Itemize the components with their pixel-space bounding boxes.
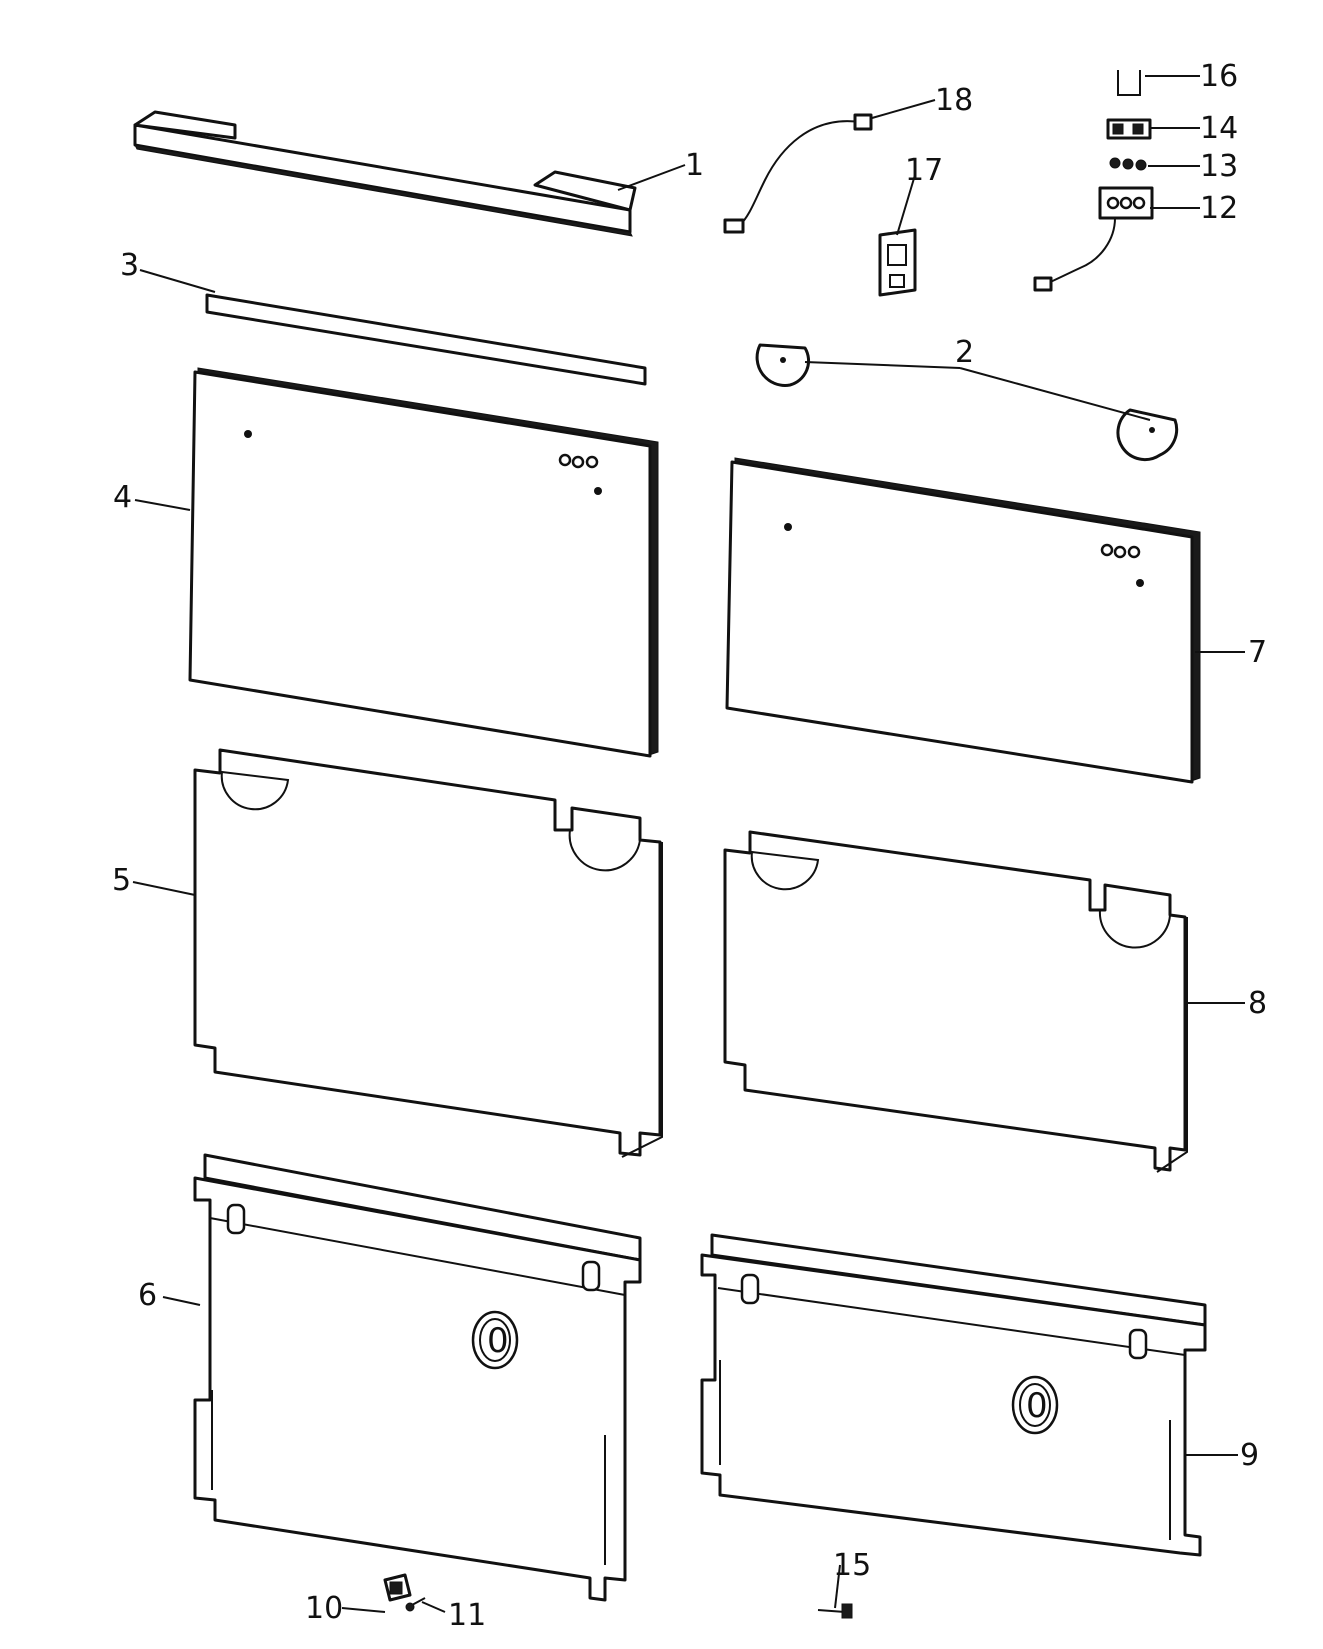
callout-15: 15 (833, 1548, 871, 1583)
callout-14: 14 (1200, 111, 1238, 146)
part-2-end-caps (755, 343, 1179, 462)
part-6-left-inner-liner (193, 1153, 642, 1602)
callout-11: 11 (448, 1598, 486, 1633)
part-4-left-outer-panel (188, 367, 659, 758)
leader-lines (132, 75, 1245, 1613)
callout-labels: 1 2 3 4 5 6 7 8 9 10 11 12 13 14 15 16 1… (112, 59, 1267, 1633)
badge-right: 0 (1026, 1386, 1048, 1426)
part-12-control-board (1033, 186, 1154, 292)
callout-10: 10 (305, 1591, 343, 1626)
callout-13: 13 (1200, 149, 1238, 184)
part-3-trim-strip (205, 293, 647, 386)
part-17-connector (878, 228, 917, 297)
callout-3: 3 (120, 248, 139, 283)
callout-17: 17 (905, 153, 943, 188)
part-16-clip (1117, 70, 1141, 96)
callout-1: 1 (685, 148, 704, 183)
part-8-right-backing (723, 830, 1188, 1173)
part-18-wire-harness (723, 113, 873, 234)
part-1-handle (133, 110, 637, 237)
part-10-bumper (383, 1573, 412, 1602)
callout-5: 5 (112, 863, 131, 898)
badges: 0 0 (487, 1321, 1048, 1426)
part-11-screw (405, 1597, 426, 1612)
callout-8: 8 (1248, 986, 1267, 1021)
callout-2: 2 (955, 335, 974, 370)
callout-18: 18 (935, 83, 973, 118)
callout-6: 6 (138, 1278, 157, 1313)
part-5-left-backing (193, 748, 663, 1158)
callout-12: 12 (1200, 191, 1238, 226)
part-15-pin (817, 1603, 853, 1619)
part-14-switch-plate (1106, 118, 1152, 140)
part-9-right-inner-liner (700, 1233, 1207, 1557)
part-7-right-outer-panel (725, 457, 1201, 784)
callout-16: 16 (1200, 59, 1238, 94)
callout-9: 9 (1240, 1438, 1259, 1473)
badge-left: 0 (487, 1321, 509, 1361)
part-13-buttons (1109, 157, 1147, 171)
callout-4: 4 (113, 480, 132, 515)
callout-7: 7 (1248, 635, 1267, 670)
